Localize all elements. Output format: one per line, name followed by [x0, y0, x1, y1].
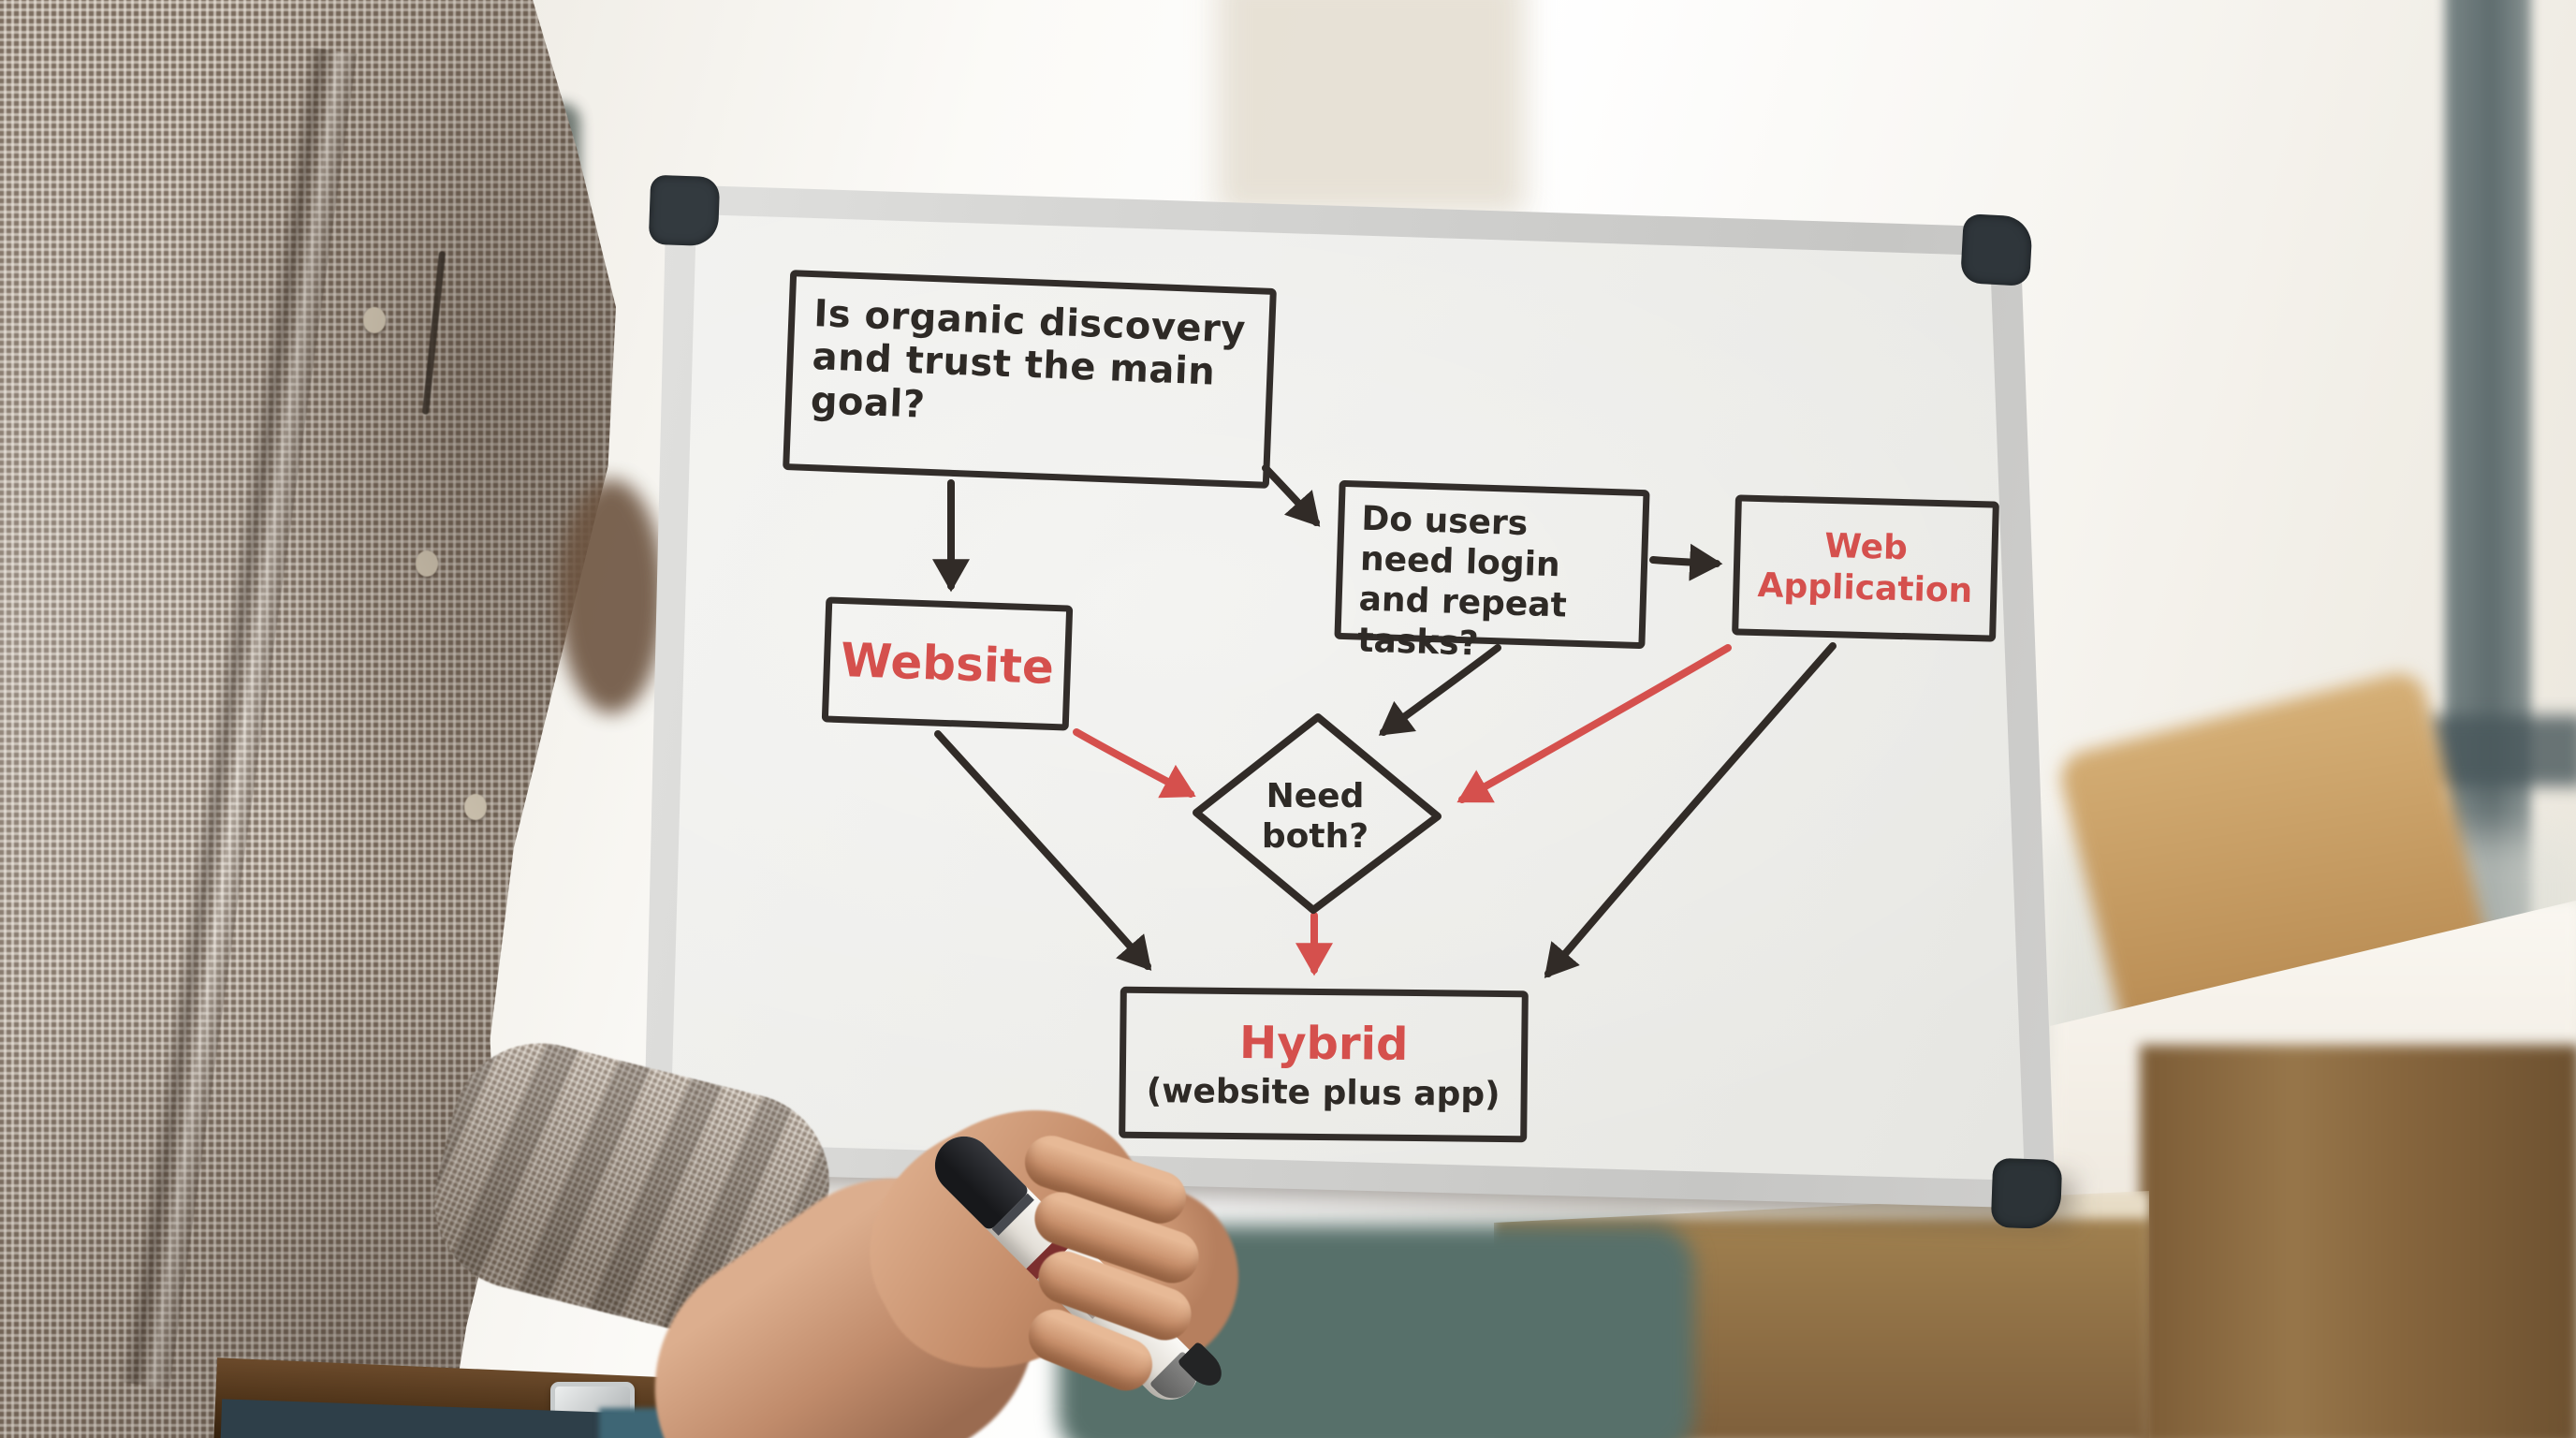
node-label: Need both?	[1261, 776, 1369, 856]
edge-website-to-needboth-arrow	[1073, 728, 1196, 799]
flowchart-node-web-application: Web Application	[1732, 494, 1999, 642]
flowchart-node-login-question: Do users need login and repeat tasks?	[1334, 479, 1650, 663]
background-column	[1217, 0, 1526, 215]
flowchart-node-hybrid: Hybrid (website plus app)	[1119, 986, 1529, 1143]
edge-website-to-hybrid-arrow	[934, 730, 1152, 971]
node-label: Do users need login and repeat tasks?	[1356, 499, 1568, 664]
wood-cabinet	[2140, 1045, 2576, 1438]
window-mullion	[2445, 0, 2531, 983]
edge-login-to-webapp-arrow	[1649, 543, 1723, 581]
flowchart-node-website: Website	[821, 596, 1074, 731]
flowchart-node-main-goal-question: Is organic discovery and trust the main …	[783, 270, 1277, 489]
edge-webapp-to-needboth-arrow	[1456, 644, 1732, 803]
node-label: Website	[840, 633, 1055, 695]
node-label: Is organic discovery and trust the main …	[810, 292, 1247, 427]
edge-login-to-needboth-arrow	[1378, 644, 1501, 736]
blurred-elbow	[558, 479, 665, 713]
flowchart-node-need-both: Need both?	[1237, 760, 1393, 873]
node-label: Hybrid	[1238, 1016, 1409, 1071]
edge-question-to-login-arrow	[1262, 464, 1321, 527]
node-label: Web Application	[1757, 526, 1973, 610]
edge-webapp-to-hybrid-arrow	[1544, 642, 1837, 978]
node-sublabel: (website plus app)	[1146, 1071, 1500, 1114]
decision-diamond-outline	[1193, 713, 1442, 914]
window-frame-bar	[2426, 715, 2576, 786]
